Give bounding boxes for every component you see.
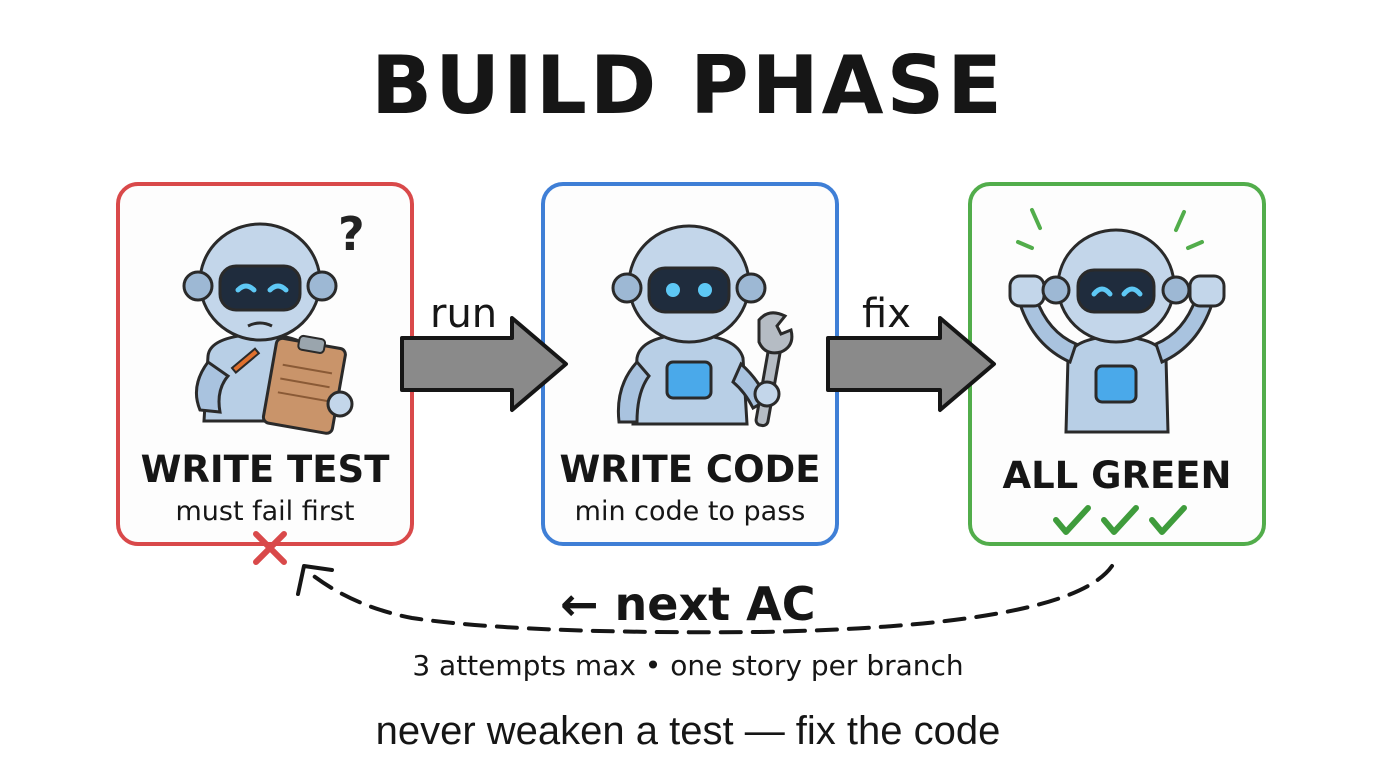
robot-thinking-icon: ?	[182, 207, 365, 435]
checkmark-icon	[1053, 505, 1091, 535]
robot-celebrating-icon	[1008, 208, 1226, 434]
robot-coding-icon	[611, 224, 794, 428]
arrow-label-fix: fix	[862, 291, 911, 337]
step-write-test: ? WRITE TEST must fail first	[116, 182, 414, 546]
step-sublabel: min code to pass	[574, 496, 806, 527]
arrow-label-run: run	[430, 291, 498, 337]
footer-rule: never weaken a test — fix the code	[375, 709, 1001, 753]
loop-label: ← next AC	[560, 577, 816, 631]
constraints-note: 3 attempts max • one story per branch	[412, 649, 964, 682]
page-title: BUILD PHASE	[371, 39, 1005, 132]
checkmark-icon	[1149, 505, 1187, 535]
checkmarks	[1053, 505, 1187, 535]
arrow-run	[400, 316, 568, 412]
step-label: ALL GREEN	[1002, 454, 1232, 497]
arrow-fix	[826, 316, 996, 412]
question-mark-icon: ?	[338, 207, 365, 261]
step-sublabel: must fail first	[175, 496, 355, 527]
step-write-code: WRITE CODE min code to pass	[541, 182, 839, 546]
cross-icon	[253, 531, 287, 565]
step-label: WRITE CODE	[559, 448, 821, 491]
loop-arrow	[296, 564, 1114, 635]
step-label: WRITE TEST	[140, 448, 390, 491]
checkmark-icon	[1101, 505, 1139, 535]
step-all-green: ALL GREEN	[968, 182, 1266, 546]
